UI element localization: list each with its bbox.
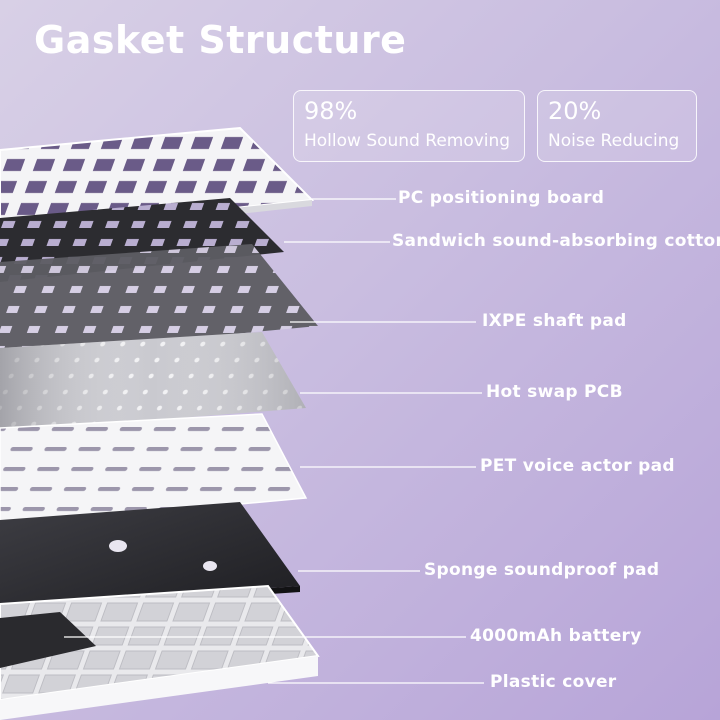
screw-hole <box>203 561 217 571</box>
layer-plastic-cover <box>0 584 320 720</box>
callout-pc-positioning-board: PC positioning board <box>398 188 605 208</box>
callout-sponge-pad: Sponge soundproof pad <box>424 560 660 580</box>
stat-label: Noise Reducing <box>548 131 680 151</box>
callout-lines <box>64 198 484 684</box>
layer-ixpe-pad <box>0 244 318 356</box>
callout-ixpe-pad: IXPE shaft pad <box>482 311 627 331</box>
callout-plastic-cover: Plastic cover <box>490 672 617 692</box>
stat-noise-reducing: 20% Noise Reducing <box>537 90 697 162</box>
callout-battery: 4000mAh battery <box>470 626 642 646</box>
stat-value: 98% <box>304 97 358 125</box>
page-title: Gasket Structure <box>34 18 407 62</box>
battery <box>0 612 96 668</box>
callout-hot-swap-pcb: Hot swap PCB <box>486 382 623 402</box>
stat-hollow-sound: 98% Hollow Sound Removing <box>293 90 525 162</box>
stat-value: 20% <box>548 97 602 125</box>
callout-sandwich-cotton: Sandwich sound-absorbing cotton <box>392 231 720 251</box>
stat-label: Hollow Sound Removing <box>304 131 511 151</box>
screw-hole <box>109 540 127 552</box>
layer-hot-swap-pcb <box>0 332 306 432</box>
layer-pet-pad <box>0 413 308 527</box>
callout-pet-pad: PET voice actor pad <box>480 456 675 476</box>
